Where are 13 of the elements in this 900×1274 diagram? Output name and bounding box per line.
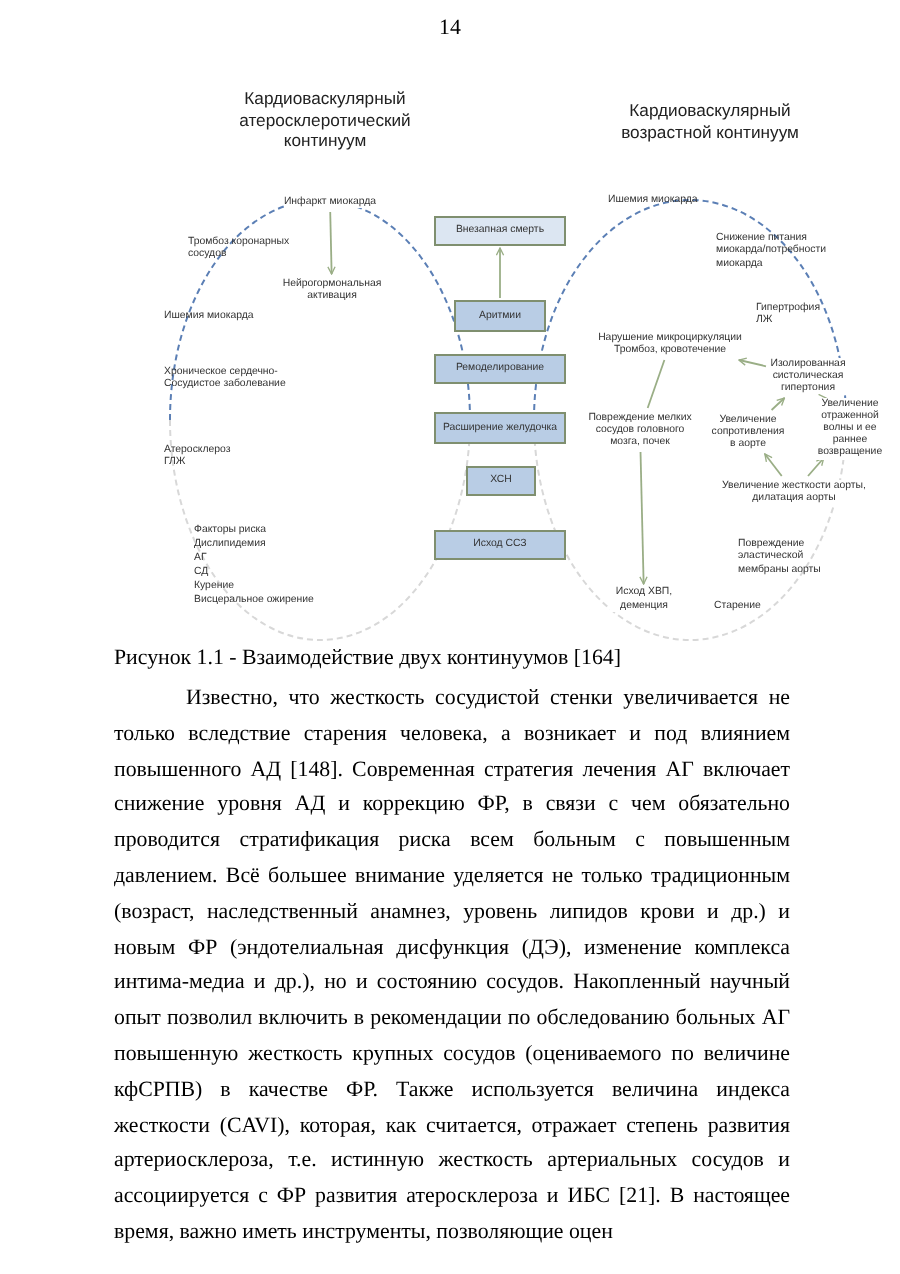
diagram-heading: Кардиоваскулярный возрастной континуум [619, 100, 801, 142]
arrow [639, 451, 648, 585]
figure-caption: Рисунок 1.1 - Взаимодействие двух континуумов [164] [114, 646, 621, 670]
arrow [327, 211, 336, 275]
body-text: Известно, что жесткость сосудистой стенки увеличивается не только вследствие старения человека, а возникает и под влиянием повышенного АД [148]. Современная стратегия лечения АГ включает снижение уровня АД и коррекцию ФР, в связи с чем обязательно проводится стратификация риска всем больным с повышенным давлением. Всё большее внимание уделяется не только традиционным (возраст, наследственный анамнез, уровень липидов крови и др.) и новым ФР (эндотелиальная дисфункция (ДЭ), изменение комплекса интима-медиа и др.), но и состоянию сосудов. Накопленный научный опыт позволил включить в рекомендации по обследованию больных АГ повышенную жесткость крупных сосудов (оцениваемого по величине кфСРПВ) в качестве ФР. Также используется величина индекса жесткости (CAVI), которая, как считается, отражает степень развития артериосклероза, т.е. истинную жесткость артериальных сосудов и ассоциируется с ФР развития атеросклероза и ИБС [21]. В настоящее время, важно иметь инструменты, позволяющие оцен [114, 684, 790, 1248]
page-number: 14 [437, 16, 463, 40]
arrow [495, 247, 505, 299]
arrow [763, 453, 783, 477]
arrow [770, 397, 786, 411]
arrow [818, 395, 827, 399]
arrow [807, 457, 825, 477]
arrow [738, 357, 767, 368]
diagram-heading: Кардиоваскулярный атеросклеротический континуум [237, 88, 413, 151]
